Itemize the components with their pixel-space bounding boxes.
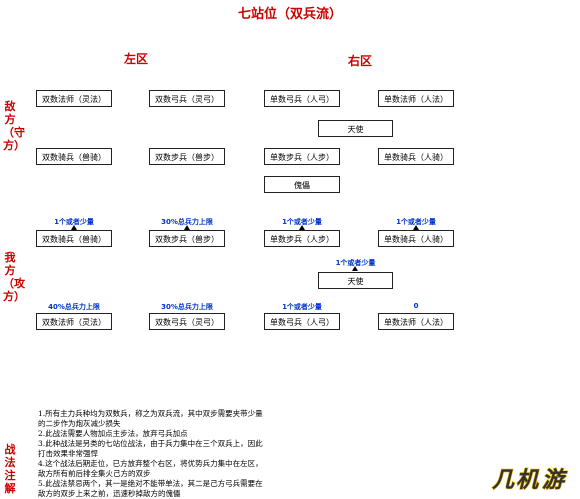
ally-unit-box: 双数步兵（兽步） (149, 230, 225, 247)
ally-unit-box: 双数法师（灵法） (36, 313, 112, 330)
arrow-up-icon (352, 266, 358, 271)
enemy-unit-box: 单数法师（人法） (378, 90, 454, 107)
quantity-note: 0 (413, 302, 419, 310)
arrow-up-icon (299, 225, 305, 230)
tactics-note: 1.所有主力兵种均为双数兵，称之为双兵流，其中双步需要夹带少量的二步作为炮灰减少… (38, 409, 263, 428)
enemy-unit-box: 双数步兵（兽步） (149, 148, 225, 165)
tactics-note: 5.此战法禁忌两个，其一是绝对不能带单法，其二是己方弓兵需要在敌方的双步上来之前… (38, 479, 263, 498)
quantity-note: 40%总兵力上限 (48, 303, 100, 311)
enemy-unit-box: 双数弓兵（灵弓） (149, 90, 225, 107)
enemy-unit-box: 双数法师（灵法） (36, 90, 112, 107)
enemy-puppet-box: 傀儡 (264, 176, 340, 193)
quantity-note: 1个或者少量 (282, 218, 322, 226)
ally-unit-box: 单数骑兵（人骑） (378, 230, 454, 247)
arrow-up-icon (413, 225, 419, 230)
quantity-note: 30%总兵力上限 (161, 303, 213, 311)
side-label-self: 我方（攻方） (3, 251, 25, 303)
arrow-up-icon (184, 225, 190, 230)
tactics-note: 2.此战法需要人物加点主步法，放弃弓兵加点 (38, 429, 188, 438)
ally-unit-box: 单数步兵（人步） (264, 230, 340, 247)
quantity-note: 30%总兵力上限 (161, 218, 213, 226)
diagram-title: 七站位（双兵流） (237, 7, 342, 22)
side-label-tactics: 战法注解 (4, 443, 16, 495)
ally-unit-box: 单数弓兵（人弓） (264, 313, 340, 330)
quantity-note: 1个或者少量 (335, 259, 376, 267)
enemy-unit-box: 双数骑兵（兽骑） (36, 148, 112, 165)
quantity-note: 1个或者少量 (54, 218, 94, 226)
svg-text:几: 几 (492, 468, 515, 493)
site-logo: 几 机 游 (491, 467, 568, 493)
arrow-up-icon (71, 225, 77, 230)
ally-unit-box: 双数弓兵（灵弓） (149, 313, 225, 330)
zone-right-label: 右区 (347, 54, 372, 68)
zone-left-label: 左区 (123, 52, 148, 66)
tactics-note: 3.此种战法是另类的七站位战法，由于兵力集中在三个双兵上，因此打击效果非常强悍 (38, 439, 263, 458)
ally-unit-box: 双数骑兵（兽骑） (36, 230, 112, 247)
tactics-note: 4.这个战法后期走位，已方放弃整个右区，将优势兵力集中在左区，敌方所有前后排全集… (38, 459, 263, 478)
tactics-notes: 1.所有主力兵种均为双数兵，称之为双兵流，其中双步需要夹带少量的二步作为炮灰减少… (38, 409, 263, 499)
enemy-unit-box: 单数弓兵（人弓） (264, 90, 340, 107)
side-label-enemy: 敌方（守方） (3, 100, 25, 152)
enemy-unit-box: 单数骑兵（人骑） (378, 148, 454, 165)
svg-text:机: 机 (516, 468, 540, 493)
enemy-angel-box: 天使 (318, 120, 393, 137)
ally-unit-box: 单数法师（人法） (378, 313, 454, 330)
ally-angel-box: 天使 (318, 272, 393, 289)
quantity-note: 1个或者少量 (282, 303, 322, 311)
enemy-unit-box: 单数步兵（人步） (264, 148, 340, 165)
quantity-note: 1个或者少量 (396, 218, 436, 226)
svg-text:游: 游 (542, 468, 568, 493)
